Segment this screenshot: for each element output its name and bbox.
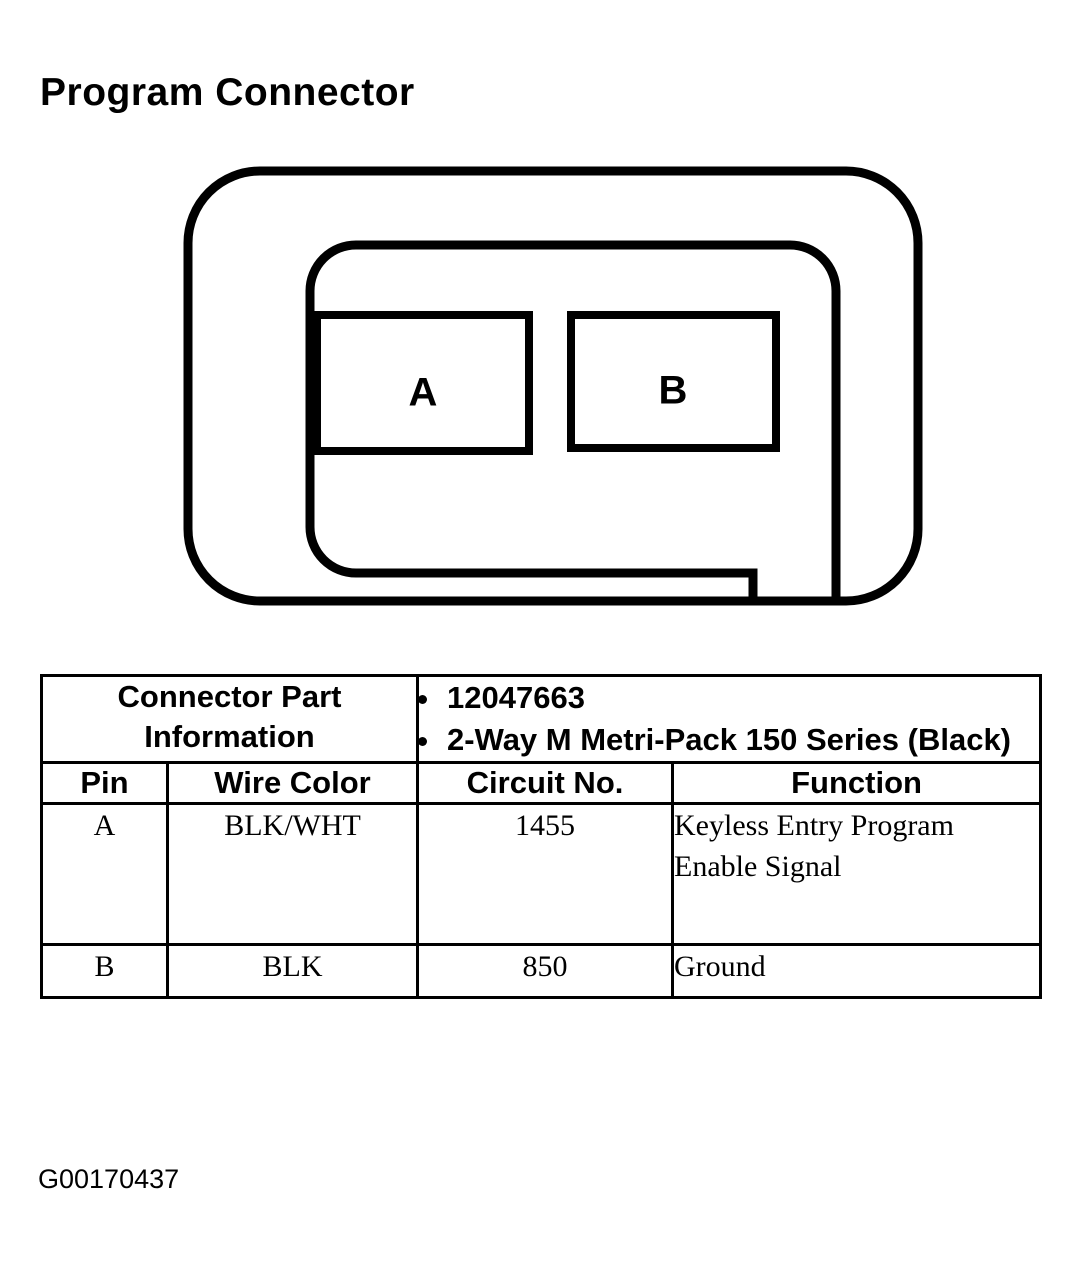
part-information-values: 12047663 2-Way M Metri-Pack 150 Series (… (416, 674, 1043, 764)
column-header-wire-color: Wire Color (165, 761, 420, 805)
connector-outer-shell (183, 166, 923, 606)
column-header-pin: Pin (40, 761, 169, 805)
table-header-row: Pin Wire Color Circuit No. Function (40, 761, 1043, 805)
cell-wire-color: BLK/WHT (165, 802, 420, 946)
cell-function: Keyless Entry Program Enable Signal (671, 802, 1043, 946)
pin-cavity-b (567, 311, 780, 452)
list-item: 12047663 (443, 677, 1039, 719)
list-item: 2-Way M Metri-Pack 150 Series (Black) (443, 719, 1039, 761)
column-header-circuit-no: Circuit No. (416, 761, 675, 805)
pin-cavity-a-label: A (409, 371, 438, 415)
pin-cavity-b-label: B (659, 369, 688, 413)
part-information-row: Connector Part Information 12047663 2-Wa… (39, 674, 1043, 764)
table-row: B BLK 850 Ground (40, 943, 1043, 999)
table-row: A BLK/WHT 1455 Keyless Entry Program Ena… (40, 802, 1043, 946)
part-information-label: Connector Part Information (39, 674, 420, 764)
cell-pin: B (40, 943, 169, 999)
page-title: Program Connector (40, 71, 415, 114)
cell-circuit-no: 850 (416, 943, 675, 999)
connector-svg: A B (183, 166, 923, 606)
cell-function: Ground (671, 943, 1043, 999)
connector-pinout-table: Connector Part Information 12047663 2-Wa… (39, 674, 1043, 999)
figure-id-caption: G00170437 (38, 1164, 180, 1194)
cell-circuit-no: 1455 (416, 802, 675, 946)
pin-cavity-a (313, 311, 533, 455)
column-header-function: Function (671, 761, 1043, 805)
connector-diagram: A B (170, 155, 940, 625)
connector-inner-shell (305, 240, 841, 598)
cell-wire-color: BLK (165, 943, 420, 999)
part-information-list: 12047663 2-Way M Metri-Pack 150 Series (… (419, 677, 1039, 761)
cell-pin: A (40, 802, 169, 946)
